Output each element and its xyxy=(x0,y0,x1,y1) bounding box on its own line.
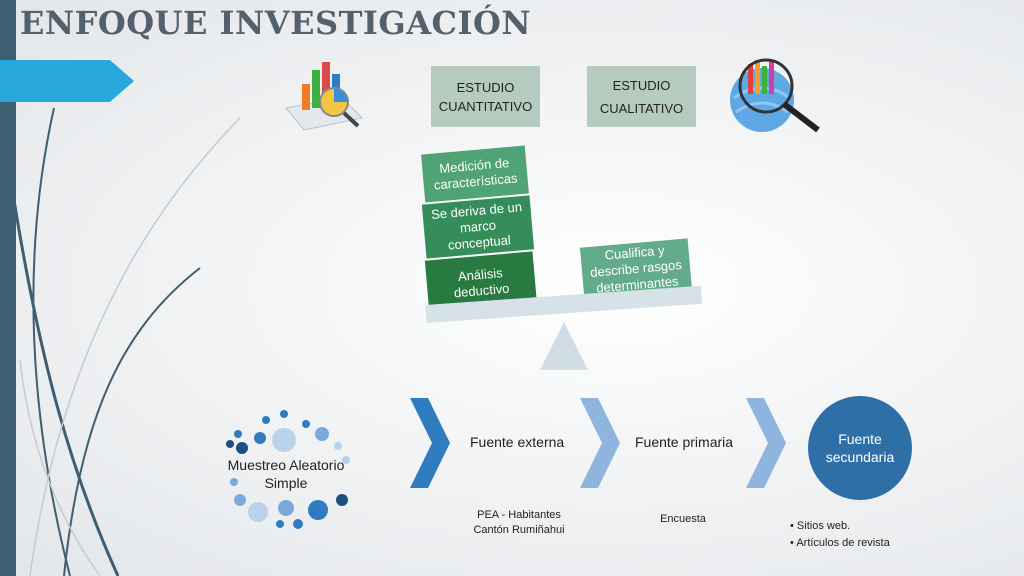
block-medicion: Medición de características xyxy=(421,145,529,203)
seesaw-fulcrum xyxy=(540,322,588,370)
sampling-dots-ring xyxy=(226,410,350,529)
decorative-curves xyxy=(12,107,241,576)
flow-step-fuente-externa: Fuente externa xyxy=(470,434,565,450)
left-sidebar-bar xyxy=(0,0,16,576)
secondary-sources-list: Sitios web. Artículos de revista xyxy=(790,518,890,552)
flow-step-fuente-primaria: Fuente primaria xyxy=(635,434,734,450)
sampling-label: Muestreo Aleatorio Simple xyxy=(227,457,345,491)
page-title: ENFOQUE INVESTIGACIÓN xyxy=(20,4,532,42)
flow-step-fuente-secundaria: Fuente secundaria xyxy=(808,396,912,500)
chevron-right-icon xyxy=(746,398,786,488)
study-qualitative-box: ESTUDIO CUALITATIVO xyxy=(587,66,696,127)
block-marco-conceptual: Se deriva de un marco conceptual xyxy=(421,195,535,259)
list-item: Sitios web. xyxy=(790,518,890,535)
note-encuesta: Encuesta xyxy=(660,513,706,525)
chart-icon xyxy=(282,58,364,139)
chevron-right-icon xyxy=(410,398,450,488)
study-quantitative-box: ESTUDIO CUANTITATIVO xyxy=(431,66,540,127)
globe-magnifier-icon xyxy=(724,58,824,143)
chevron-right-icon xyxy=(580,398,620,488)
accent-arrow xyxy=(0,60,134,102)
note-pea: PEA - Habitantes Cantón Rumiñahui xyxy=(473,509,565,536)
list-item: Artículos de revista xyxy=(790,535,890,552)
